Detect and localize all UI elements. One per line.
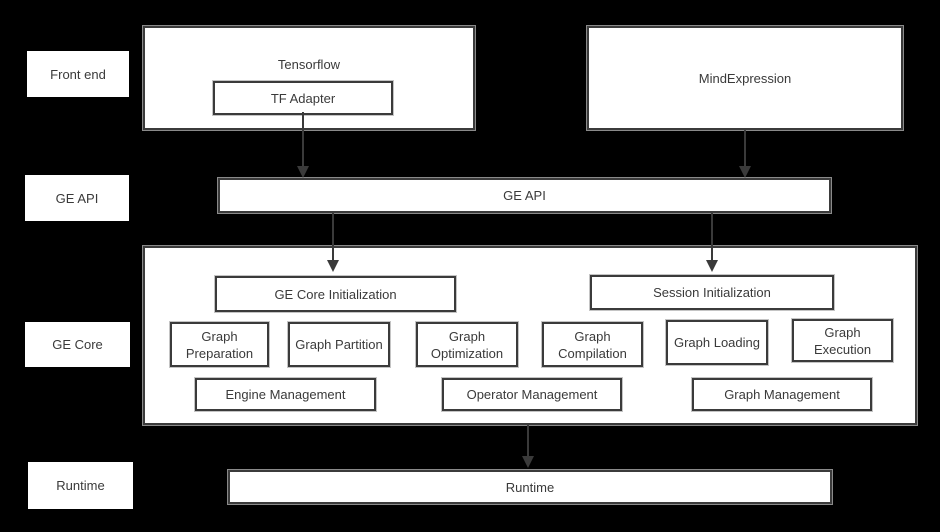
ge-core-initialization-box: GE Core Initialization bbox=[215, 276, 456, 312]
arrow-ge-api-to-core-initialization bbox=[327, 213, 339, 272]
arrow-mindexpression-to-ge-api bbox=[739, 130, 751, 178]
ge-core-box: GE Core Initialization Session Initializ… bbox=[143, 246, 917, 425]
runtime-box: Runtime bbox=[228, 470, 832, 504]
graph-preparation-box: Graph Preparation bbox=[170, 322, 269, 367]
arrow-head-icon bbox=[522, 456, 534, 468]
arrow-head-icon bbox=[739, 166, 751, 178]
graph-loading-box: Graph Loading bbox=[666, 320, 768, 365]
tensorflow-box: Tensorflow TF Adapter bbox=[143, 26, 475, 130]
engine-management-box: Engine Management bbox=[195, 378, 376, 411]
row-label-front-end: Front end bbox=[27, 51, 129, 97]
graph-management-box: Graph Management bbox=[692, 378, 872, 411]
arrow-ge-api-to-session-initialization bbox=[706, 213, 718, 272]
arrow-head-icon bbox=[706, 260, 718, 272]
row-label-ge-core: GE Core bbox=[25, 322, 130, 367]
tensorflow-title: Tensorflow bbox=[277, 57, 341, 72]
graph-compilation-box: Graph Compilation bbox=[542, 322, 643, 367]
operator-management-box: Operator Management bbox=[442, 378, 622, 411]
row-label-runtime: Runtime bbox=[28, 462, 133, 509]
arrow-head-icon bbox=[327, 260, 339, 272]
ge-api-box: GE API bbox=[218, 178, 831, 213]
tf-adapter-box: TF Adapter bbox=[213, 81, 393, 115]
graph-optimization-box: Graph Optimization bbox=[416, 322, 518, 367]
mindexpression-box: MindExpression bbox=[587, 26, 903, 130]
arrow-ge-core-to-runtime bbox=[522, 425, 534, 468]
arrow-head-icon bbox=[297, 166, 309, 178]
session-initialization-box: Session Initialization bbox=[590, 275, 834, 310]
arrow-tf-adapter-to-ge-api bbox=[297, 112, 309, 178]
row-label-ge-api: GE API bbox=[25, 175, 129, 221]
graph-execution-box: Graph Execution bbox=[792, 319, 893, 362]
graph-partition-box: Graph Partition bbox=[288, 322, 390, 367]
